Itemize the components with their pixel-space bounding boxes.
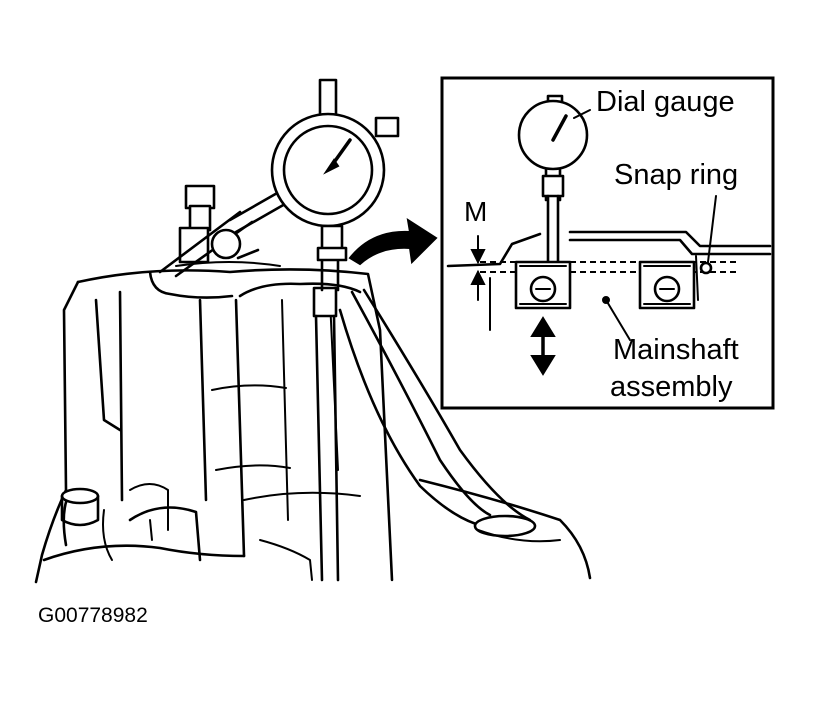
leader-snap-ring: [707, 195, 717, 263]
snap-ring-label: Snap ring: [614, 159, 738, 191]
transmission-housing: [34, 261, 394, 584]
bearing-right: [638, 260, 696, 310]
bearing-left: [514, 260, 572, 310]
leader-dial-gauge: [573, 109, 591, 119]
snap-ring: [699, 261, 713, 275]
pointer-arrow: [348, 217, 438, 266]
leader-mainshaft: [605, 299, 631, 341]
inset-detail: Dial gauge Snap ring M Mainshaft assembl…: [440, 76, 775, 410]
mainshaft-label: Mainshaft: [613, 334, 739, 366]
dial-indicator-stylus: [312, 256, 340, 582]
magnetic-stand: [158, 178, 308, 278]
inset-dial-gauge: [517, 94, 589, 264]
dial-gauge: [270, 78, 400, 262]
measurement-m: [470, 235, 486, 301]
mainshaft-strap: [338, 288, 592, 580]
dial-gauge-label: Dial gauge: [596, 86, 735, 118]
mainshaft-assembly-label: assembly: [610, 371, 733, 403]
inset-housing: [446, 230, 772, 331]
measurement-m-label: M: [464, 196, 487, 227]
figure-code: G00778982: [38, 604, 148, 627]
movement-arrow: [530, 316, 556, 376]
